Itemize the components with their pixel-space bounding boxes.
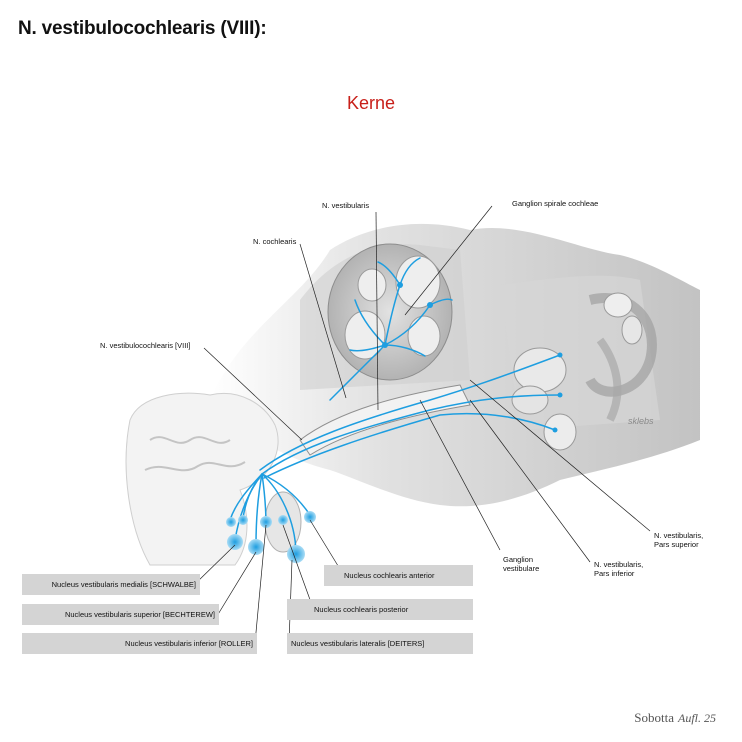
nucleus-label-lateralis: Nucleus vestibularis lateralis [DEITERS] xyxy=(291,639,425,648)
nucleus-label-cochlearis-posterior: Nucleus cochlearis posterior xyxy=(314,605,409,614)
label-ganglion-vestibulare-line2: vestibulare xyxy=(503,564,540,573)
nucleus-vestibularis-medialis-marker xyxy=(227,534,243,550)
label-ganglion-spirale-cochleae: Ganglion spirale cochleae xyxy=(512,199,599,208)
nucleus-box-superior: Nucleus vestibularis superior [BECHTEREW… xyxy=(22,604,219,625)
nucleus-label-superior: Nucleus vestibularis superior [BECHTEREW… xyxy=(64,610,215,619)
nucleus-box-cochlearis-posterior: Nucleus cochlearis posterior xyxy=(287,599,473,620)
nucleus-label-inferior: Nucleus vestibularis inferior [ROLLER] xyxy=(125,639,253,648)
footer-book: Sobotta xyxy=(634,710,674,725)
nucleus-cochlearis-anterior-marker xyxy=(304,511,316,523)
label-n-cochlearis: N. cochlearis xyxy=(253,237,297,246)
label-n-vestibularis: N. vestibularis xyxy=(322,201,370,210)
nucleus-vestibularis-superior-marker xyxy=(248,539,264,555)
label-pars-superior-line2: Pars superior xyxy=(654,540,699,549)
nucleus-label-cochlearis-anterior: Nucleus cochlearis anterior xyxy=(344,571,435,580)
label-pars-inferior-line2: Pars inferior xyxy=(594,569,635,578)
temporal-bone xyxy=(210,223,700,507)
leader-lines xyxy=(195,205,651,644)
label-pars-superior-line1: N. vestibularis, xyxy=(654,531,704,540)
diagram-subtitle: Kerne xyxy=(346,93,396,113)
illustrator-signature: sklebs xyxy=(628,416,654,426)
nucleus-box-cochlearis-anterior: Nucleus cochlearis anterior xyxy=(324,565,473,586)
nucleus-box-lateralis: Nucleus vestibularis lateralis [DEITERS] xyxy=(287,633,473,654)
label-ganglion-vestibulare: Ganglion vestibulare xyxy=(503,555,539,573)
nucleus-box-medialis: Nucleus vestibularis medialis [SCHWALBE] xyxy=(22,574,200,595)
footer-credit: Sobotta Aufl. 25 xyxy=(634,710,716,726)
nucleus-box-inferior: Nucleus vestibularis inferior [ROLLER] xyxy=(22,633,257,654)
label-ganglion-vestibulare-line1: Ganglion xyxy=(503,555,534,564)
nucleus-label-medialis: Nucleus vestibularis medialis [SCHWALBE] xyxy=(51,580,196,589)
label-pars-superior: N. vestibularis, Pars superior xyxy=(654,531,703,549)
label-n-vestibulocochlearis: N. vestibulocochlearis [VIII] xyxy=(100,341,191,350)
page-title: N. vestibulocochlearis (VIII): xyxy=(18,18,267,39)
label-pars-inferior: N. vestibularis, Pars inferior xyxy=(594,560,643,578)
label-pars-inferior-line1: N. vestibularis, xyxy=(594,560,644,569)
nucleus-vestibularis-inferior-marker xyxy=(260,516,272,528)
footer-edition: Aufl. 25 xyxy=(678,711,716,725)
nucleus-cochlearis-posterior-marker xyxy=(278,515,288,525)
